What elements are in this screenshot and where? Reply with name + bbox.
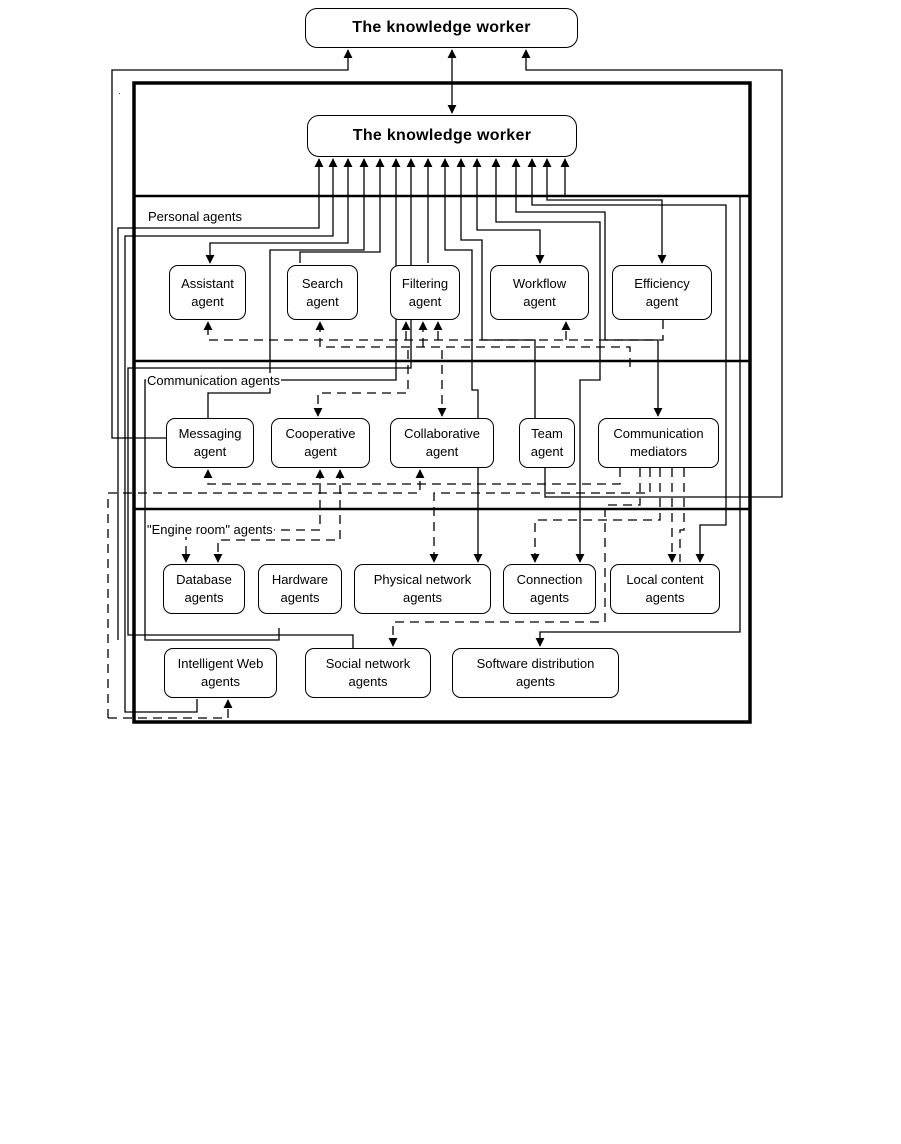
dashed-connector-arrow: [108, 699, 233, 719]
connector-arrow: [111, 49, 353, 439]
team-agent[interactable]: Team agent: [519, 418, 575, 468]
hardware-agents[interactable]: Hardware agents: [258, 564, 342, 614]
workflow-agent[interactable]: Workflow agent: [490, 265, 589, 320]
dashed-connector-arrow: [313, 350, 409, 417]
communication-mediators[interactable]: Communication mediators: [598, 418, 719, 468]
intelligent-web-agents[interactable]: Intelligent Web agents: [164, 648, 277, 698]
knowledge-worker-inner[interactable]: The knowledge worker: [307, 115, 577, 157]
connection-agents[interactable]: Connection agents: [503, 564, 596, 614]
efficiency-agent[interactable]: Efficiency agent: [612, 265, 712, 320]
dashed-connector-arrow: [203, 468, 621, 485]
connector-arrow: [127, 158, 416, 648]
messaging-agent[interactable]: Messaging agent: [166, 418, 254, 468]
connector-arrow: [207, 158, 369, 418]
cooperative-agent[interactable]: Cooperative agent: [271, 418, 370, 468]
search-agent[interactable]: Search agent: [287, 265, 358, 320]
dashed-connector-arrow: [203, 320, 664, 341]
local-content-agents[interactable]: Local content agents: [610, 564, 720, 614]
social-network-agents[interactable]: Social network agents: [305, 648, 431, 698]
assistant-agent[interactable]: Assistant agent: [169, 265, 246, 320]
connector-arrow: [205, 158, 353, 264]
connector-arrow: [535, 158, 741, 647]
section-communication-label: Communication agents: [146, 373, 281, 388]
dashed-connector-arrow: [107, 469, 425, 718]
stray-dot: [119, 93, 120, 94]
connector-arrow: [527, 158, 727, 563]
section-engine-label: "Engine room" agents: [146, 522, 274, 537]
system-frame: [132, 81, 752, 724]
dashed-connector-arrow: [388, 468, 641, 647]
database-agents[interactable]: Database agents: [163, 564, 245, 614]
connector-arrow: [144, 158, 401, 641]
section-personal-label: Personal agents: [147, 209, 243, 224]
software-distribution-agents[interactable]: Software distribution agents: [452, 648, 619, 698]
connector-arrow: [472, 158, 545, 264]
dashed-connector-arrow: [213, 469, 345, 563]
collaborative-agent[interactable]: Collaborative agent: [390, 418, 494, 468]
filtering-agent[interactable]: Filtering agent: [390, 265, 460, 320]
knowledge-worker-outer[interactable]: The knowledge worker: [305, 8, 578, 48]
dashed-connector-arrow: [429, 468, 651, 563]
physical-network-agents[interactable]: Physical network agents: [354, 564, 491, 614]
connector-arrow: [299, 158, 385, 263]
dashed-connector-arrow: [530, 468, 661, 563]
dashed-connector-arrow: [679, 468, 685, 562]
